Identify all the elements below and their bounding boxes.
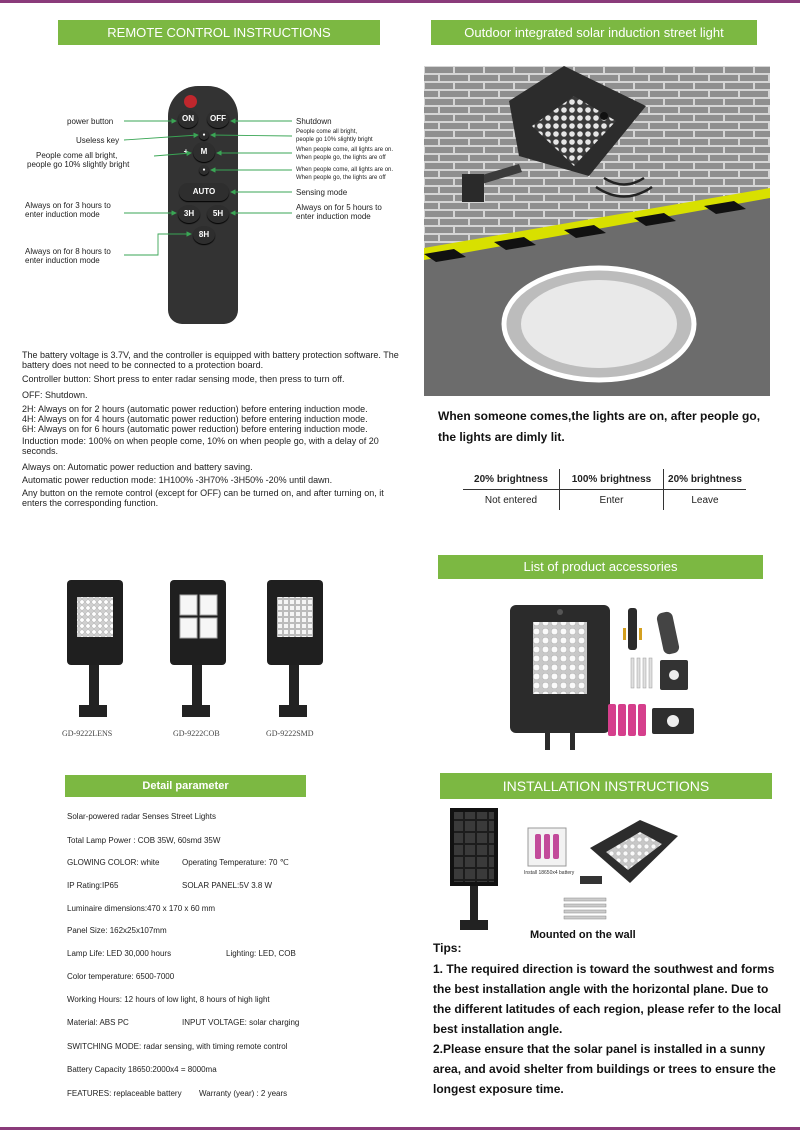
accessories-banner: List of product accessories bbox=[438, 555, 763, 579]
desc-off: OFF: Shutdown. bbox=[22, 390, 88, 400]
label-8h-2: enter induction mode bbox=[25, 256, 100, 265]
param-lamp-life: Lamp Life: LED 30,000 hours bbox=[67, 949, 172, 958]
label-people-bright-1: People come all bright, bbox=[36, 151, 118, 160]
remote-3h-button[interactable]: 3H bbox=[178, 205, 200, 223]
install-battery-note: Install 18650x4 battery bbox=[524, 870, 575, 876]
label-power-button: power button bbox=[67, 117, 114, 126]
param-working-hours: Working Hours: 12 hours of low light, 8 … bbox=[67, 995, 270, 1004]
param-panel-size: Panel Size: 162x25x107mm bbox=[67, 926, 167, 935]
accessories-illustration bbox=[510, 605, 694, 750]
label-right-p3b: When people go, the lights are off bbox=[296, 175, 386, 181]
label-5h-1: Always on for 5 hours to bbox=[296, 203, 382, 212]
label-right-p1a: People come all bright, bbox=[296, 129, 358, 135]
label-5h-2: enter induction mode bbox=[296, 212, 371, 221]
param-luminaire-dimensions: Luminaire dimensions:470 x 170 x 60 mm bbox=[67, 904, 216, 913]
remote-off-button[interactable]: OFF bbox=[207, 110, 229, 128]
remote-plus-button[interactable]: + bbox=[183, 147, 189, 156]
street-banner-title: Outdoor integrated solar induction stree… bbox=[464, 25, 724, 40]
remote-5h-button[interactable]: 5H bbox=[207, 205, 229, 223]
param-material: Material: ABS PC bbox=[67, 1018, 129, 1027]
param-warranty: Warranty (year) : 2 years bbox=[199, 1089, 288, 1098]
desc-auto-reduction: Automatic power reduction mode: 1H100% -… bbox=[22, 475, 333, 485]
street-banner: Outdoor integrated solar induction stree… bbox=[431, 20, 757, 45]
desc-controller-button: Controller button: Short press to enter … bbox=[22, 374, 345, 384]
installation-illustration bbox=[450, 808, 678, 930]
param-input-voltage: INPUT VOLTAGE: solar charging bbox=[182, 1018, 300, 1027]
brightness-table: 20% brightness 100% brightness 20% brigh… bbox=[463, 469, 746, 510]
street-light-illustration bbox=[424, 66, 770, 396]
param-lighting: Lighting: LED, COB bbox=[226, 949, 296, 958]
model-caption-lens: GD-9222LENS bbox=[62, 729, 113, 738]
desc-battery: The battery voltage is 3.7V, and the con… bbox=[22, 350, 399, 370]
detail-banner-title: Detail parameter bbox=[142, 780, 229, 792]
param-operating-temp: Operating Temperature: 70 ℃ bbox=[182, 858, 289, 867]
label-useless-key: Useless key bbox=[76, 136, 120, 145]
label-right-p2a: When people come, all lights are on. bbox=[296, 147, 394, 153]
bottom-border bbox=[0, 1127, 800, 1130]
remote-control-body bbox=[168, 86, 238, 324]
power-led-icon bbox=[184, 95, 197, 108]
top-border bbox=[0, 0, 800, 3]
remote-down-button[interactable]: ● bbox=[199, 165, 209, 175]
street-caption-2: the lights are dimly lit. bbox=[438, 430, 565, 444]
install-banner: INSTALLATION INSTRUCTIONS bbox=[440, 773, 772, 799]
remote-banner: REMOTE CONTROL INSTRUCTIONS bbox=[58, 20, 380, 45]
desc-2h: 2H: Always on for 2 hours (automatic pow… bbox=[22, 404, 368, 414]
desc-6h: 6H: Always on for 6 hours (automatic pow… bbox=[22, 424, 368, 434]
param-features: FEATURES: replaceable battery bbox=[67, 1089, 182, 1098]
bt-header-3: 20% brightness bbox=[663, 469, 746, 490]
install-banner-title: INSTALLATION INSTRUCTIONS bbox=[502, 778, 710, 794]
label-right-p3a: When people come, all lights are on. bbox=[296, 167, 394, 173]
remote-on-button[interactable]: ON bbox=[178, 110, 198, 128]
param-battery-capacity: Battery Capacity 18650:2000x4 = 8000ma bbox=[67, 1065, 217, 1074]
label-3h-2: enter induction mode bbox=[25, 210, 100, 219]
param-total-power: Total Lamp Power : COB 35W, 60smd 35W bbox=[67, 836, 221, 845]
accessories-banner-title: List of product accessories bbox=[523, 559, 678, 574]
detail-banner: Detail parameter bbox=[65, 775, 306, 797]
label-8h-1: Always on for 8 hours to bbox=[25, 247, 111, 256]
label-3h-1: Always on for 3 hours to bbox=[25, 201, 111, 210]
remote-callout-arrows bbox=[123, 118, 293, 256]
bt-cell-1: Not entered bbox=[463, 489, 560, 510]
desc-any-button: Any button on the remote control (except… bbox=[22, 488, 384, 508]
desc-always-on: Always on: Automatic power reduction and… bbox=[22, 462, 253, 472]
remote-banner-title: REMOTE CONTROL INSTRUCTIONS bbox=[107, 25, 331, 40]
desc-induction: Induction mode: 100% on when people come… bbox=[22, 436, 379, 456]
remote-auto-button[interactable]: AUTO bbox=[179, 183, 229, 201]
label-right-p2b: When people go, the lights are off bbox=[296, 155, 386, 161]
param-product-type: Solar-powered radar Senses Street Lights bbox=[67, 812, 216, 821]
bt-cell-2: Enter bbox=[559, 489, 664, 510]
param-ip-rating: IP Rating:IP65 bbox=[67, 881, 119, 890]
bt-cell-3: Leave bbox=[691, 494, 719, 506]
label-people-bright-2: people go 10% slightly bright bbox=[27, 160, 130, 169]
desc-4h: 4H: Always on for 4 hours (automatic pow… bbox=[22, 414, 368, 424]
model-caption-smd: GD-9222SMD bbox=[266, 729, 314, 738]
param-solar-panel: SOLAR PANEL:5V 3.8 W bbox=[182, 881, 273, 890]
label-shutdown: Shutdown bbox=[296, 117, 332, 126]
tip-2: 2.Please ensure that the solar panel is … bbox=[433, 1042, 776, 1096]
label-sensing-mode: Sensing mode bbox=[296, 188, 348, 197]
param-switching-mode: SWITCHING MODE: radar sensing, with timi… bbox=[67, 1042, 288, 1051]
remote-m-button[interactable]: M bbox=[193, 142, 215, 162]
tips-title: Tips: bbox=[433, 941, 462, 955]
bt-header-2: 100% brightness bbox=[559, 469, 664, 490]
bt-header-1: 20% brightness bbox=[463, 469, 560, 490]
model-caption-cob: GD-9222COB bbox=[173, 729, 220, 738]
label-right-p1b: people go 10% slightly bright bbox=[296, 137, 373, 143]
remote-8h-button[interactable]: 8H bbox=[193, 226, 215, 244]
product-models-illustration bbox=[67, 580, 323, 717]
remote-up-button[interactable]: ● bbox=[199, 130, 209, 140]
param-glowing-color: GLOWING COLOR: white bbox=[67, 858, 160, 867]
tip-1: 1. The required direction is toward the … bbox=[433, 962, 782, 1036]
param-color-temperature: Color temperature: 6500-7000 bbox=[67, 972, 175, 981]
street-caption-1: When someone comes,the lights are on, af… bbox=[438, 409, 761, 423]
install-mounted-caption: Mounted on the wall bbox=[530, 929, 636, 941]
